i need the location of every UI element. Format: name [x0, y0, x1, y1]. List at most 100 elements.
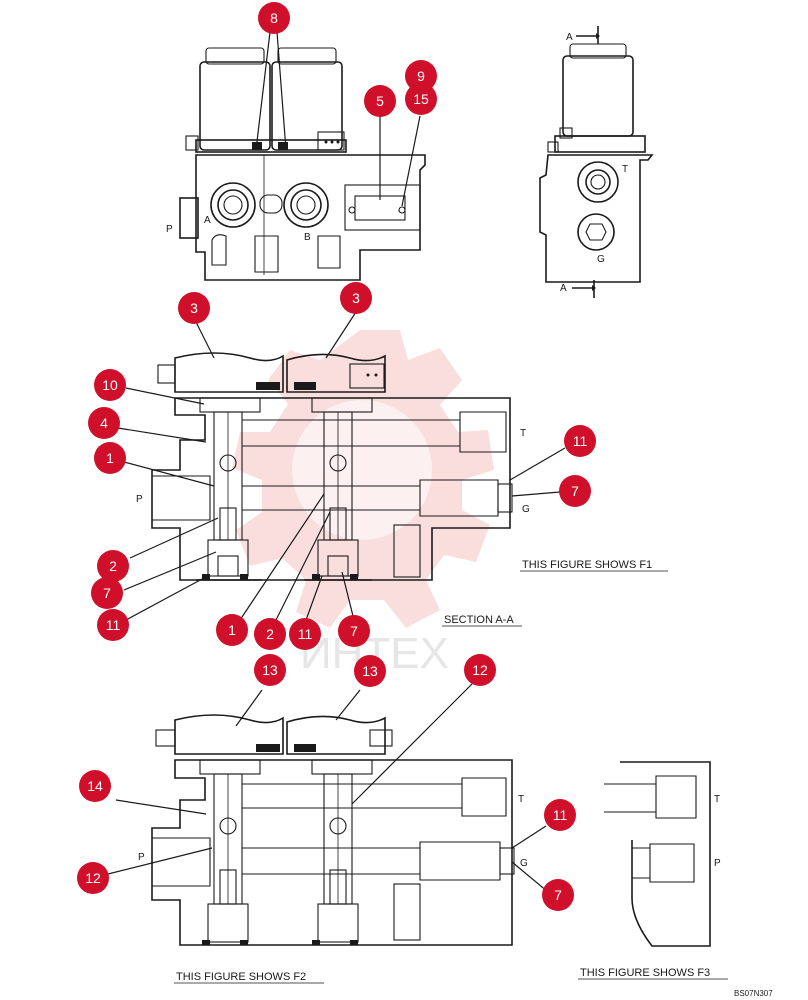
- caption-f1: THIS FIGURE SHOWS F1: [522, 559, 652, 571]
- port-label-t-f1: T: [520, 428, 526, 439]
- callout-bubble: [94, 369, 126, 401]
- callout-bubble: [77, 862, 109, 894]
- callout-number: 7: [554, 887, 562, 903]
- callout-4: 4: [88, 407, 120, 439]
- port-label-t-f2: T: [518, 794, 524, 805]
- watermark-gear: [232, 330, 494, 628]
- callout-number: 11: [106, 617, 121, 633]
- callout-number: 2: [109, 558, 117, 574]
- callout-number: 1: [228, 622, 236, 638]
- section-marker-bottom: A: [560, 283, 567, 294]
- callout-13: 13: [354, 655, 386, 687]
- callout-number: 11: [573, 433, 588, 449]
- callout-1: 1: [94, 442, 126, 474]
- callout-11: 11: [544, 799, 576, 831]
- callout-number: 7: [350, 623, 358, 639]
- callout-bubble: [289, 618, 321, 650]
- port-label-t-side: T: [622, 164, 628, 175]
- callout-bubble: [88, 407, 120, 439]
- callout-3: 3: [178, 292, 210, 324]
- port-label-g-f1: G: [522, 504, 530, 515]
- callout-bubble: [97, 550, 129, 582]
- callout-5: 5: [364, 85, 396, 117]
- callout-12: 12: [464, 654, 496, 686]
- callout-bubble: [94, 442, 126, 474]
- port-label-b: B: [304, 232, 311, 243]
- callout-number: 12: [472, 662, 488, 678]
- caption-f2: THIS FIGURE SHOWS F2: [176, 971, 306, 983]
- callout-bubble: [364, 85, 396, 117]
- callout-number: 13: [262, 662, 278, 678]
- callout-number: 12: [85, 870, 101, 886]
- callout-12: 12: [77, 862, 109, 894]
- port-label-p-f2: P: [138, 852, 145, 863]
- callout-14: 14: [79, 770, 111, 802]
- section-label: SECTION A-A: [444, 614, 514, 626]
- port-label-p-f3: P: [714, 858, 721, 869]
- callout-11: 11: [564, 425, 596, 457]
- callout-9: 9: [405, 60, 437, 92]
- callout-number: 14: [87, 778, 103, 794]
- callout-number: 1: [106, 450, 114, 466]
- section-f3-drawing: [604, 761, 711, 947]
- callout-8: 8: [258, 2, 290, 34]
- drawing-code: BS07N307: [734, 989, 773, 998]
- callout-bubble: [258, 2, 290, 34]
- section-f2-drawing: [151, 714, 515, 946]
- port-label-t-f3: T: [714, 794, 720, 805]
- callout-3: 3: [340, 282, 372, 314]
- callout-bubble: [254, 618, 286, 650]
- callout-15: 15: [405, 83, 437, 115]
- callout-bubble: [354, 655, 386, 687]
- valve-side-view: [539, 26, 654, 298]
- section-marker-top: A: [566, 32, 573, 43]
- callout-bubble: [405, 83, 437, 115]
- callout-bubble: [91, 577, 123, 609]
- callout-bubble: [216, 614, 248, 646]
- callout-number: 7: [571, 483, 579, 499]
- callout-bubble: [544, 799, 576, 831]
- callout-number: 11: [553, 807, 568, 823]
- callout-number: 5: [376, 93, 384, 109]
- callout-number: 9: [417, 68, 425, 84]
- callout-bubble: [97, 609, 129, 641]
- callout-7: 7: [91, 577, 123, 609]
- callout-bubble: [542, 879, 574, 911]
- callout-number: 3: [190, 300, 198, 316]
- callout-2: 2: [254, 618, 286, 650]
- callout-bubble: [338, 615, 370, 647]
- callout-11: 11: [97, 609, 129, 641]
- port-label-p: P: [166, 224, 173, 235]
- callout-bubble: [559, 475, 591, 507]
- callout-bubble: [178, 292, 210, 324]
- callout-number: 3: [352, 290, 360, 306]
- callout-1: 1: [216, 614, 248, 646]
- caption-f3: THIS FIGURE SHOWS F3: [580, 967, 710, 979]
- port-label-a: A: [204, 215, 211, 226]
- callout-11: 11: [289, 618, 321, 650]
- callout-2: 2: [97, 550, 129, 582]
- callout-bubble: [340, 282, 372, 314]
- callout-7: 7: [338, 615, 370, 647]
- callout-number: 4: [100, 415, 108, 431]
- callout-number: 10: [102, 377, 118, 393]
- callout-number: 8: [270, 10, 278, 26]
- callout-number: 2: [266, 626, 274, 642]
- callout-13: 13: [254, 654, 286, 686]
- callout-number: 15: [413, 91, 429, 107]
- callout-number: 11: [298, 626, 313, 642]
- valve-top-view: [179, 47, 426, 281]
- port-label-p-f1: P: [136, 494, 143, 505]
- callout-number: 7: [103, 585, 111, 601]
- callout-bubble: [79, 770, 111, 802]
- callout-number: 13: [362, 663, 378, 679]
- callout-10: 10: [94, 369, 126, 401]
- section-f1-drawing: [151, 352, 513, 581]
- port-label-g-side: G: [597, 254, 605, 265]
- callout-7: 7: [559, 475, 591, 507]
- callout-7: 7: [542, 879, 574, 911]
- callout-bubble: [464, 654, 496, 686]
- port-label-g-f2: G: [520, 858, 528, 869]
